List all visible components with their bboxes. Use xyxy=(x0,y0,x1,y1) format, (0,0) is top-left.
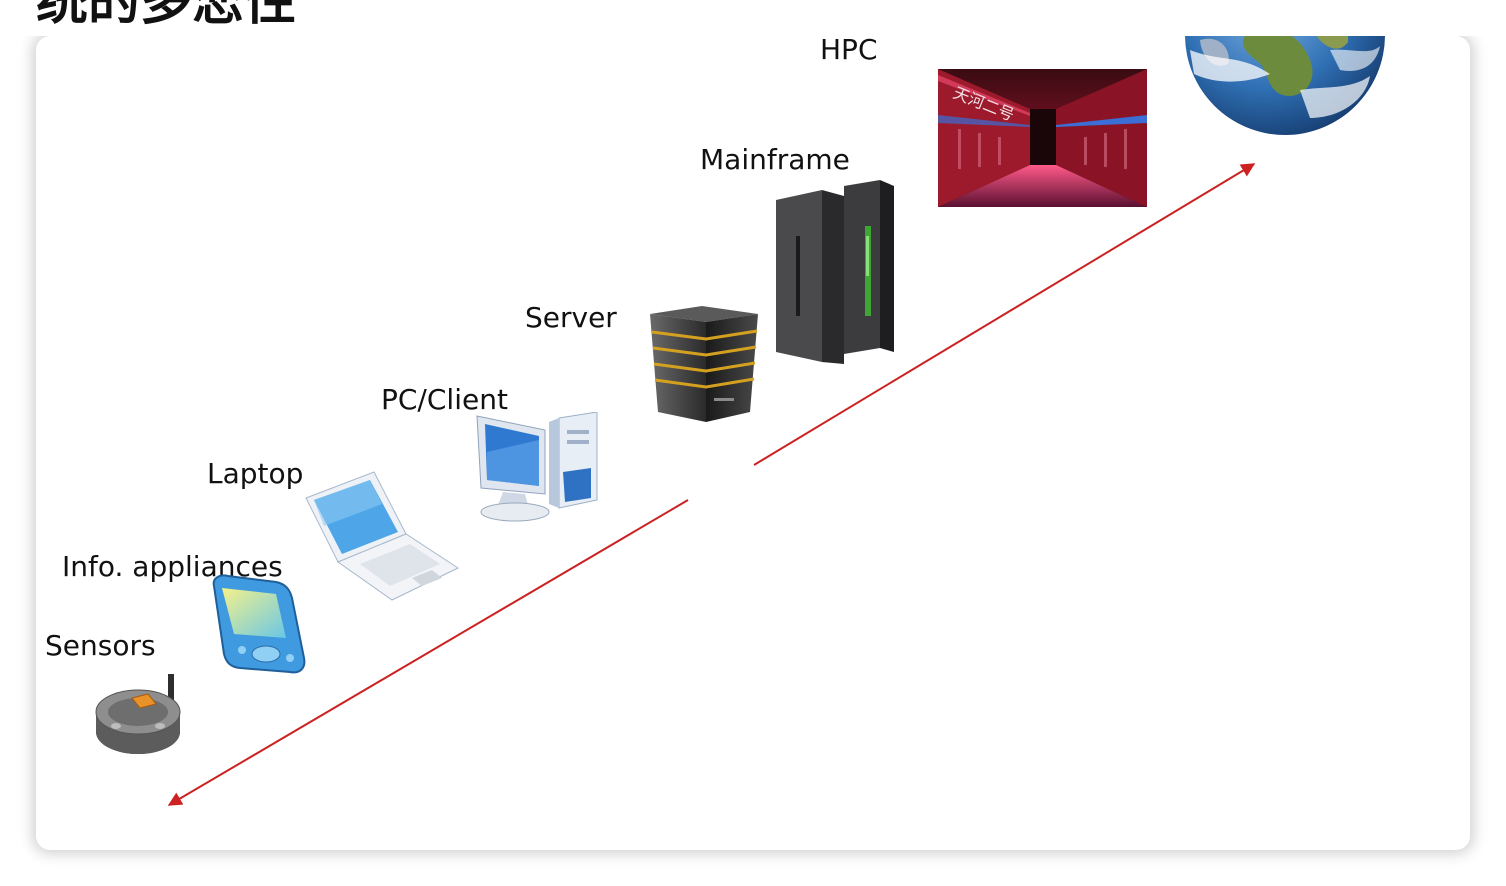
mainframe-icon xyxy=(776,180,894,364)
slide: HPC Mainframe Server PC/Client Laptop In… xyxy=(36,36,1470,850)
slide-title: 统的多恋性 xyxy=(36,0,297,32)
sensors-label: Sensors xyxy=(45,629,156,662)
sensor-node-icon xyxy=(95,674,181,754)
supercomputer-icon: 天河二号 xyxy=(938,69,1147,207)
pc-client-label: PC/Client xyxy=(381,383,508,416)
mainframe-label: Mainframe xyxy=(700,143,850,176)
hpc-label: HPC xyxy=(820,36,878,66)
desktop-pc-icon xyxy=(476,412,598,522)
laptop-label: Laptop xyxy=(207,457,304,490)
globe-icon xyxy=(1185,36,1385,135)
info-appliances-label: Info. appliances xyxy=(62,550,283,583)
server-icon xyxy=(650,306,758,422)
server-label: Server xyxy=(525,301,617,334)
pda-icon xyxy=(212,574,306,674)
laptop-icon xyxy=(305,471,460,601)
slide-top-margin: 统的多恋性 xyxy=(0,0,1506,36)
